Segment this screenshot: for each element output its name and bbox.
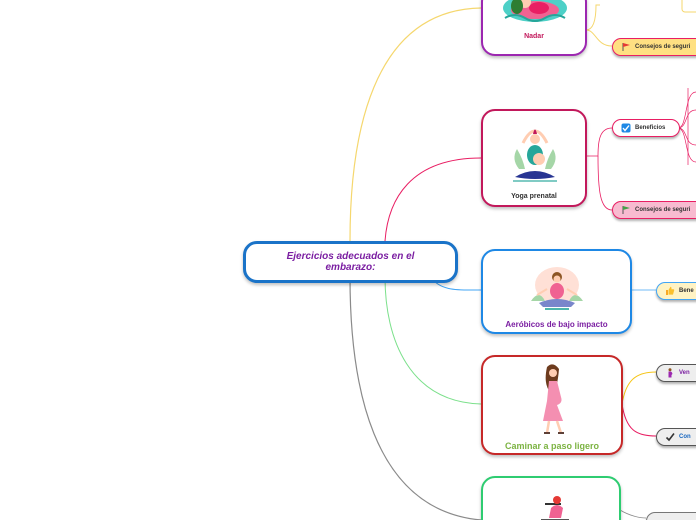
central-topic[interactable]: Ejercicios adecuados en el embarazo: — [243, 241, 458, 283]
green-flag-icon — [622, 206, 630, 214]
nadar-sub-box — [681, 0, 696, 13]
pill-yoga-beneficios[interactable]: Beneficios — [612, 119, 680, 137]
central-topic-title: Ejercicios adecuados en el embarazo: — [286, 251, 415, 273]
node-caminar-label: Caminar a paso ligero — [504, 441, 600, 451]
aerobics-pregnant-illustration — [531, 267, 583, 310]
pill-nadar-consejos[interactable]: Consejos de seguri — [612, 38, 696, 56]
node-nadar[interactable]: Nadar — [481, 0, 587, 56]
red-flag-icon — [622, 43, 630, 51]
pill-caminar-ven-label: Ven — [679, 370, 690, 376]
pill-aerobicos-beneficios[interactable]: Bene — [656, 282, 696, 300]
node-nadar-label: Nadar — [524, 33, 544, 40]
branch-line-nadar — [349, 7, 482, 242]
checkbox-icon — [621, 123, 631, 133]
branch-line-bici — [349, 276, 482, 520]
pill-yoga-beneficios-label: Beneficios — [635, 125, 666, 131]
pill-caminar-ventajas[interactable]: Ven — [656, 364, 696, 382]
pill-aerobicos-label: Bene — [679, 288, 694, 294]
node-aerobicos[interactable]: Aeróbicos de bajo impacto — [481, 249, 632, 334]
pill-caminar-con-label: Con — [679, 434, 691, 440]
node-yoga-prenatal[interactable]: Yoga prenatal — [481, 109, 587, 207]
node-bicicleta[interactable] — [481, 476, 621, 520]
swimming-pregnant-illustration — [503, 0, 567, 22]
node-yoga-label: Yoga prenatal — [511, 193, 557, 200]
node-aerobicos-label: Aeróbicos de bajo impacto — [505, 320, 608, 329]
branch-line-caminar — [384, 276, 482, 405]
pill-nadar-consejos-label: Consejos de seguri — [635, 44, 691, 50]
branch-line-yoga — [384, 157, 482, 242]
pill-yoga-consejos-label: Consejos de seguri — [635, 207, 691, 213]
walking-pregnant-illustration — [543, 364, 564, 434]
cycling-pregnant-illustration — [541, 496, 569, 520]
pill-bicicleta-partial[interactable] — [646, 512, 696, 520]
yoga-pregnant-illustration — [513, 129, 557, 182]
pregnant-icon — [668, 368, 673, 378]
check-mark-icon — [665, 433, 675, 442]
thumbs-up-icon — [666, 286, 675, 295]
pill-caminar-consejos[interactable]: Con — [656, 428, 696, 446]
pill-yoga-consejos[interactable]: Consejos de seguri — [612, 201, 696, 219]
node-caminar[interactable]: Caminar a paso ligero — [481, 355, 623, 455]
